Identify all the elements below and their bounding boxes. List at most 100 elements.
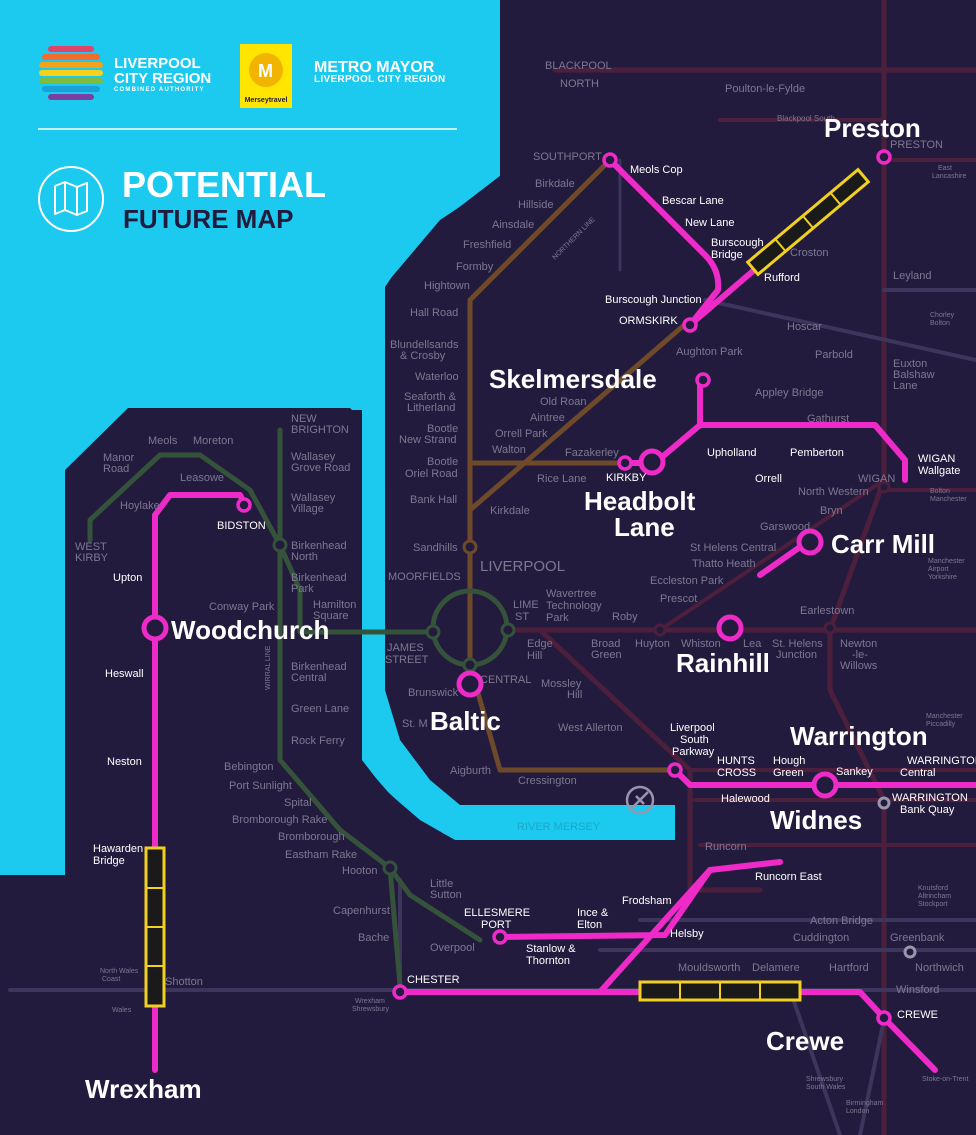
conway-park-label: Conway Park: [209, 601, 275, 613]
st-helens-junction-label: St. Helens: [772, 638, 823, 650]
cuddington-label: Cuddington: [793, 932, 849, 944]
poulton-label: Poulton-le-Fylde: [725, 83, 805, 95]
southport-label: SOUTHPORT: [533, 151, 602, 163]
eccleston-park-label: Eccleston Park: [650, 575, 724, 587]
meols-label: Meols: [148, 435, 178, 447]
lcr-name: LIVERPOOL CITY REGION COMBINED AUTHORITY: [114, 56, 211, 95]
birkdale-label: Birkdale: [535, 178, 575, 190]
bolton-manchester-label: Bolton: [930, 488, 950, 495]
ellesmere-port-label-2: PORT: [481, 919, 512, 931]
croston-label: Croston: [790, 247, 829, 259]
st-helens-junction-label-2: Junction: [776, 649, 817, 661]
aughton-park-label: Aughton Park: [676, 346, 743, 358]
seaforth-label-2: Litherland: [407, 402, 455, 414]
lcr-logo: [39, 46, 103, 100]
west-allerton-label: West Allerton: [558, 722, 623, 734]
hawarden-bridge-label: Hawarden: [93, 843, 143, 855]
map-title: POTENTIAL: [122, 164, 326, 205]
metro-mayor-name: METRO MAYOR LIVERPOOL CITY REGION: [314, 60, 446, 85]
thatto-heath-label: Thatto Heath: [692, 558, 756, 570]
acton-bridge-label: Acton Bridge: [810, 915, 873, 927]
rufford-label: Rufford: [764, 272, 800, 284]
hillside-label: Hillside: [518, 199, 553, 211]
little-sutton-label: Little: [430, 878, 453, 890]
formby-label: Formby: [456, 261, 494, 273]
kirkdale-label: Kirkdale: [490, 505, 530, 517]
broad-green-label: Broad: [591, 638, 620, 650]
wavertree-label: Wavertree: [546, 588, 596, 600]
west-kirby-label: WEST: [75, 541, 107, 553]
prescot-label: Prescot: [660, 593, 697, 605]
hoscar-label: Hoscar: [787, 321, 822, 333]
pemberton-label: Pemberton: [790, 447, 844, 459]
east-lancashire-label-2: Lancashire: [932, 173, 966, 180]
newton-label-3: Willows: [840, 660, 878, 672]
manor-road-label: Manor: [103, 452, 135, 464]
hawarden-bridge-label-2: Bridge: [93, 855, 125, 867]
aigburth-label: Aigburth: [450, 765, 491, 777]
hough-green-label: Hough: [773, 755, 805, 767]
euxton-label: Euxton: [893, 358, 927, 370]
skelmersdale-big-label: Skelmersdale: [489, 364, 657, 394]
burscough-bridge-label: Burscough: [711, 237, 764, 249]
preston-station-label: PRESTON: [890, 139, 943, 151]
north-wales-label: North Wales: [100, 968, 139, 975]
northwich-label: Northwich: [915, 962, 964, 974]
ormskirk-label: ORMSKIRK: [619, 315, 678, 327]
sankey-label: Sankey: [836, 766, 873, 778]
preston-big-label: Preston: [824, 113, 921, 143]
edge-hill-label-2: Hill: [527, 650, 542, 662]
west-kirby-label-2: KIRBY: [75, 552, 109, 564]
manor-road-label-2: Road: [103, 463, 129, 475]
map-icon: [38, 166, 104, 232]
whiston-label: Whiston: [681, 638, 721, 650]
birkenhead-central-label: Birkenhead: [291, 661, 347, 673]
ince-elton-label: Ince &: [577, 907, 609, 919]
metro-mayor-line2: LIVERPOOL CITY REGION: [314, 74, 446, 85]
merseytravel-logo: M: [240, 44, 292, 108]
warrington-bq-label-2: Bank Quay: [900, 804, 955, 816]
hartford-label: Hartford: [829, 962, 869, 974]
new-brighton-label: NEW: [291, 413, 317, 425]
mouldsworth-label: Mouldsworth: [678, 962, 740, 974]
map-subtitle: FUTURE MAP: [123, 204, 294, 234]
blundellsands-label-2: & Crosby: [400, 350, 446, 362]
st-michaels-label: St. M: [402, 718, 428, 730]
rice-lane-label: Rice Lane: [537, 473, 587, 485]
wigan-wallgate-label: WIGAN: [918, 453, 955, 465]
wrexham-big-label: Wrexham: [85, 1074, 202, 1104]
metro-mayor-line1: METRO MAYOR: [314, 59, 435, 76]
bromborough-rake-label: Bromborough Rake: [232, 814, 327, 826]
burscough-bridge-label-2: Bridge: [711, 249, 743, 261]
manchester-airport-label-3: Yorkshire: [928, 574, 957, 581]
wigan-nw-label-2: North Western: [798, 486, 869, 498]
walton-label: Walton: [492, 444, 526, 456]
wallasey-village-label-2: Village: [291, 503, 324, 515]
hough-green-label-2: Green: [773, 767, 804, 779]
lime-st-label-2: ST: [515, 611, 529, 623]
bache-label: Bache: [358, 932, 389, 944]
freshfield-label: Freshfield: [463, 239, 511, 251]
kirkby-label: KIRKBY: [606, 472, 647, 484]
carr-mill-big-label: Carr Mill: [831, 529, 935, 559]
east-lancashire-label: East: [938, 165, 952, 172]
shrewsbury-label: Shrewsbury: [806, 1076, 843, 1083]
euxton-label-2: Balshaw: [893, 369, 935, 381]
greenbank-label: Greenbank: [890, 932, 945, 944]
old-roan-label: Old Roan: [540, 396, 586, 408]
wallasey-grove-label-2: Grove Road: [291, 462, 350, 474]
birkenhead-north-label-2: North: [291, 551, 318, 563]
ince-elton-label-2: Elton: [577, 919, 602, 931]
bootle-new-strand-label-2: New Strand: [399, 434, 456, 446]
wrexham-shrewsbury-label: Wrexham: [355, 998, 385, 1005]
lime-st-label: LIME: [513, 599, 539, 611]
bank-hall-label: Bank Hall: [410, 494, 457, 506]
birkenhead-park-label: Birkenhead: [291, 572, 347, 584]
ellesmere-port-label: ELLESMERE: [464, 907, 530, 919]
svg-text:M: M: [258, 61, 273, 81]
spital-label: Spital: [284, 797, 312, 809]
wigan-wallgate-label-2: Wallgate: [918, 465, 960, 477]
knutsford-label-3: Stockport: [918, 901, 948, 908]
baltic-big-label: Baltic: [430, 706, 501, 736]
